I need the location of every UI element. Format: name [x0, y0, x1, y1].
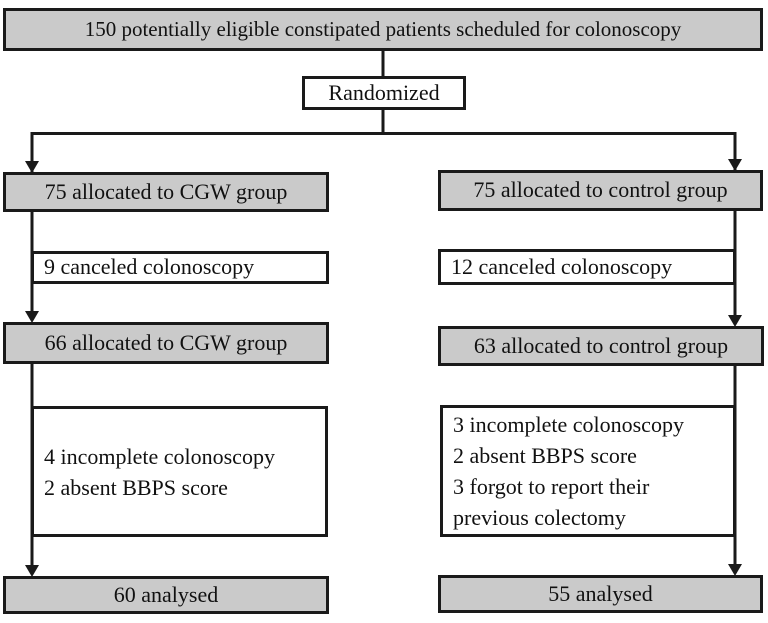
- branch-line: [30, 132, 737, 173]
- eligible-patients-box: 150 potentially eligible constipated pat…: [3, 8, 763, 51]
- left-exclusions-list: 4 incomplete colonoscopy 2 absent BBPS s…: [44, 441, 275, 503]
- right-exclusion-line: 3 forgot to report their: [453, 474, 650, 499]
- right-canceled-box: 12 canceled colonoscopy: [438, 249, 736, 285]
- right-allocated-box: 75 allocated to control group: [438, 170, 763, 211]
- left-canceled-box: 9 canceled colonoscopy: [31, 251, 329, 284]
- left-canceled-label: 9 canceled colonoscopy: [44, 254, 255, 280]
- left-reallocated-label: 66 allocated to CGW group: [44, 329, 288, 355]
- right-allocated-label: 75 allocated to control group: [473, 177, 728, 203]
- right-reallocated-box: 63 allocated to control group: [438, 326, 764, 366]
- left-allocated-label: 75 allocated to CGW group: [44, 178, 288, 204]
- right-exclusions-list: 3 incomplete colonoscopy 2 absent BBPS s…: [453, 409, 684, 533]
- left-analysed-label: 60 analysed: [113, 581, 219, 607]
- right-exclusion-line: 3 incomplete colonoscopy: [453, 412, 684, 437]
- left-allocated-box: 75 allocated to CGW group: [3, 172, 329, 212]
- left-exclusion-line: 2 absent BBPS score: [44, 474, 228, 500]
- left-reallocated-box: 66 allocated to CGW group: [3, 322, 329, 364]
- right-canceled-label: 12 canceled colonoscopy: [451, 253, 673, 279]
- right-exclusion-line: previous colectomy: [453, 505, 626, 530]
- randomized-box: Randomized: [302, 76, 466, 110]
- randomized-label: Randomized: [328, 79, 440, 105]
- left-exclusions-box: 4 incomplete colonoscopy 2 absent BBPS s…: [31, 406, 328, 537]
- right-reallocated-label: 63 allocated to control group: [473, 332, 729, 358]
- right-analysed-label: 55 analysed: [548, 580, 653, 606]
- right-exclusions-box: 3 incomplete colonoscopy 2 absent BBPS s…: [440, 405, 736, 537]
- left-analysed-box: 60 analysed: [3, 576, 329, 614]
- right-analysed-box: 55 analysed: [438, 575, 763, 613]
- right-exclusion-line: 2 absent BBPS score: [453, 443, 637, 468]
- eligible-patients-label: 150 potentially eligible constipated pat…: [84, 16, 682, 41]
- left-exclusion-line: 4 incomplete colonoscopy: [44, 443, 275, 469]
